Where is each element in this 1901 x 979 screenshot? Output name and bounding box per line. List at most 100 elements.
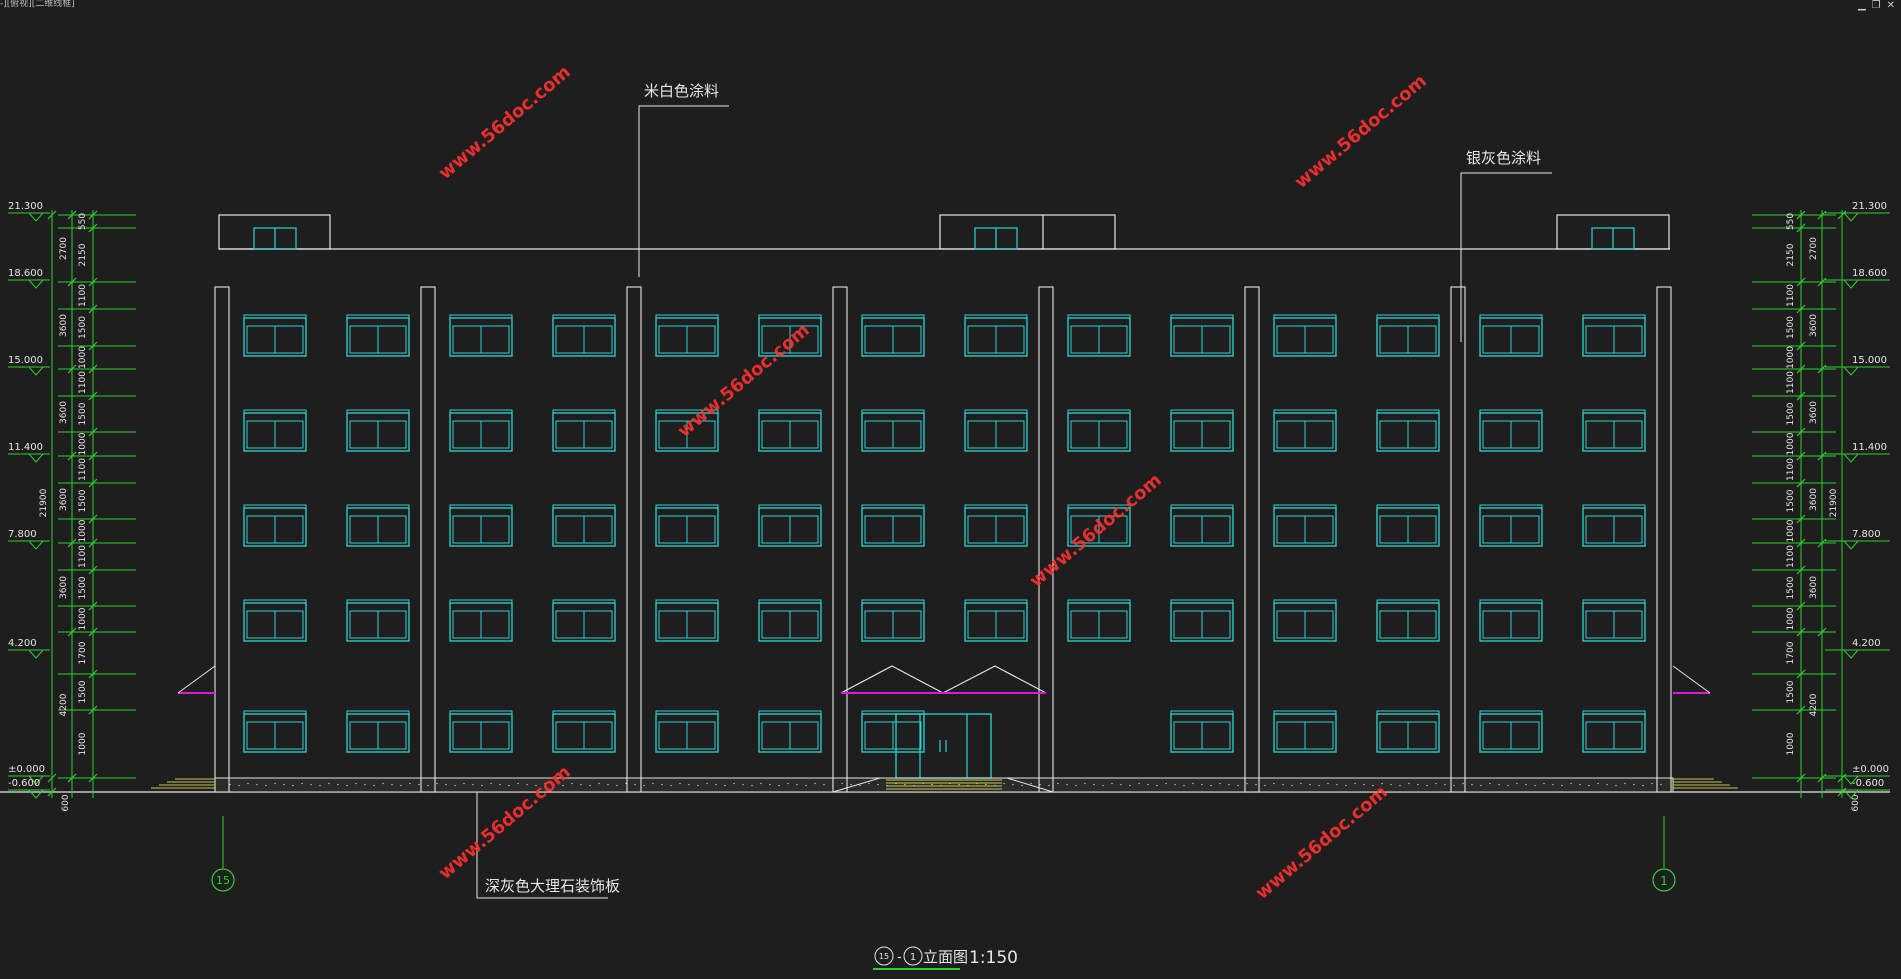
- pilaster: [1038, 286, 1054, 793]
- dimension-tick: [88, 341, 98, 351]
- restore-icon[interactable]: ❐: [1871, 0, 1881, 11]
- window: [243, 409, 307, 452]
- hatch-dot: [1552, 783, 1554, 786]
- title-ref-right: 1: [910, 952, 916, 963]
- window: [552, 599, 616, 642]
- window-grid: [243, 314, 1646, 753]
- hatch-dot: [1300, 782, 1302, 785]
- window-frame: [552, 507, 616, 547]
- dimension-text: 1000: [1786, 432, 1796, 455]
- window-frame: [964, 412, 1028, 452]
- window: [758, 314, 822, 357]
- hatch-dot: [1201, 783, 1203, 786]
- hatch-dot: [1021, 784, 1023, 787]
- hatch-dot: [463, 782, 465, 785]
- window-frame: [861, 507, 925, 547]
- window: [655, 599, 719, 642]
- window-frame: [449, 602, 513, 642]
- hatch-dot: [346, 784, 348, 787]
- dimension-tick: [88, 478, 98, 488]
- pilaster: [1656, 286, 1672, 793]
- window-frame: [449, 412, 513, 452]
- window-frame: [1479, 713, 1543, 753]
- hatch-dot: [787, 782, 789, 785]
- hatch-dot: [1237, 784, 1239, 787]
- hatch-dot: [1516, 782, 1518, 785]
- window: [449, 409, 513, 452]
- hatch-dot: [850, 783, 852, 786]
- dimension-text: 1100: [78, 284, 88, 307]
- hatch-dot: [742, 783, 744, 786]
- hatch-dot: [355, 782, 357, 785]
- hatch-dot: [418, 783, 420, 786]
- window-frame: [1582, 412, 1646, 452]
- viewport-label[interactable]: -][俯视][二维线框]: [0, 0, 75, 9]
- window-frame: [1170, 317, 1234, 357]
- window: [964, 314, 1028, 357]
- hatch-dot: [1534, 784, 1536, 787]
- elevation-symbol: [28, 279, 44, 289]
- dimension-text: 550: [1786, 213, 1796, 230]
- dimension-tick: [88, 391, 98, 401]
- hatch-dot: [1435, 782, 1437, 785]
- hatch-dot: [1498, 783, 1500, 786]
- hatch-dot: [535, 784, 537, 787]
- hatch-dot: [265, 784, 267, 787]
- hatch-dot: [571, 782, 573, 785]
- dimension-text: 1000: [1786, 607, 1796, 630]
- pilaster: [1450, 286, 1466, 793]
- hatch-dot: [256, 783, 258, 786]
- window: [1273, 409, 1337, 452]
- watermark-text: www.56doc.com: [674, 320, 814, 442]
- window-frame: [1376, 317, 1440, 357]
- dimension-text: 1100: [78, 458, 88, 481]
- hatch-dot: [679, 782, 681, 785]
- dimension-text: 3600: [1809, 314, 1819, 337]
- hatch-dot: [1561, 784, 1563, 787]
- hatch-dot: [490, 782, 492, 785]
- dimension-chain-right: 5502150110015001000110015001000110015001…: [1752, 201, 1890, 812]
- dimension-tick: [1796, 451, 1806, 461]
- dimension-text: 1100: [78, 545, 88, 568]
- dimension-tick: [88, 514, 98, 524]
- hatch-dot: [616, 784, 618, 787]
- dimension-total: 21900: [1829, 488, 1839, 517]
- window: [243, 504, 307, 547]
- window: [1479, 504, 1543, 547]
- dimension-tick: [88, 627, 98, 637]
- hatch-dot: [1282, 783, 1284, 786]
- window-frame: [1067, 412, 1131, 452]
- window: [1273, 314, 1337, 357]
- hatch-dot: [328, 782, 330, 785]
- hatch-dot: [1012, 783, 1014, 786]
- dimension-text: 4200: [59, 693, 69, 716]
- window-frame: [964, 602, 1028, 642]
- dimension-tick: [1796, 601, 1806, 611]
- window-controls: ▁ ❐ ✕: [1858, 0, 1895, 11]
- hatch-dot: [1417, 783, 1419, 786]
- dimension-tick: [1817, 210, 1827, 220]
- window: [1479, 599, 1543, 642]
- dimension-tick: [88, 565, 98, 575]
- dimension-tick: [1796, 514, 1806, 524]
- window-frame: [1170, 507, 1234, 547]
- window-frame: [1479, 602, 1543, 642]
- hatch-dot: [553, 783, 555, 786]
- dimension-chains: 5502150110015001000110015001000110015001…: [8, 201, 1890, 812]
- window-frame: [346, 412, 410, 452]
- close-icon[interactable]: ✕: [1886, 0, 1895, 11]
- hatch-dot: [1165, 782, 1167, 785]
- hatch-dot: [1264, 784, 1266, 787]
- hatch-dot: [436, 782, 438, 785]
- minimize-icon[interactable]: ▁: [1857, 0, 1866, 11]
- window-frame: [1479, 412, 1543, 452]
- window: [1067, 409, 1131, 452]
- hatch-dot: [1183, 784, 1185, 787]
- dimension-tick: [1796, 277, 1806, 287]
- hatch-dot: [1057, 782, 1059, 785]
- window-frame: [758, 412, 822, 452]
- dimension-text: 1000: [1786, 732, 1796, 755]
- hatch-dot: [1480, 784, 1482, 787]
- hatch-dot: [1489, 782, 1491, 785]
